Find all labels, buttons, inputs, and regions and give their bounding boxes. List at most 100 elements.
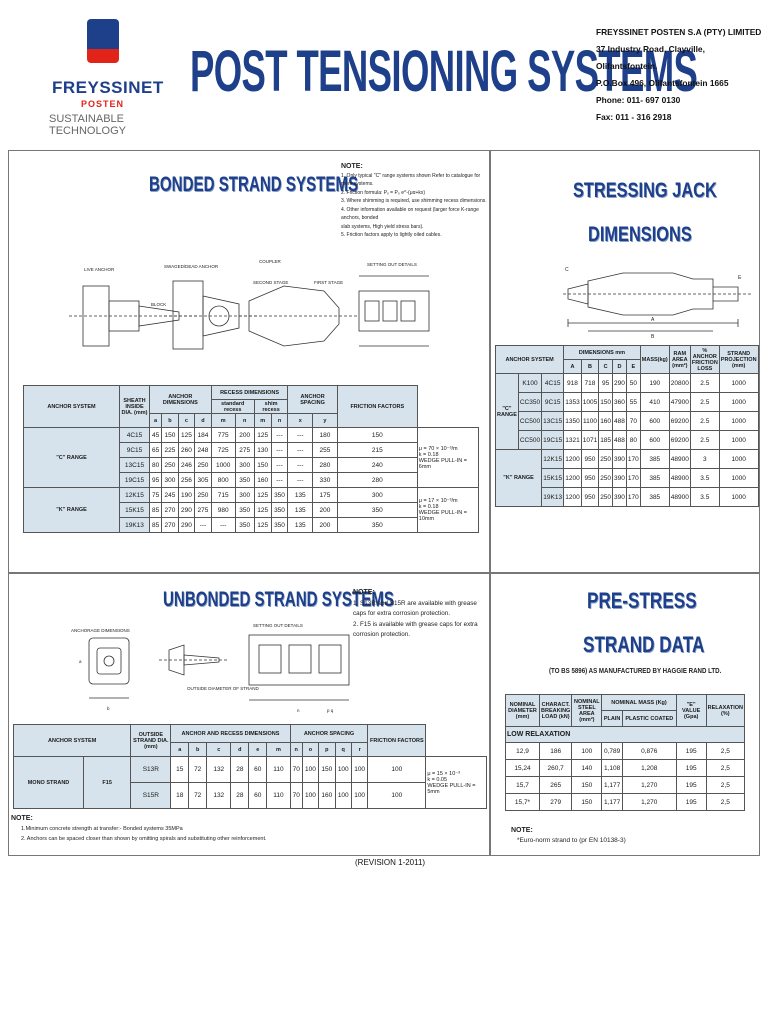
table-cell: 600 [639, 430, 670, 450]
jack-col-d: D [612, 359, 627, 374]
bonded-note-1: 1. Only typical "C" range systems shown … [341, 172, 481, 188]
table-cell: 184 [194, 427, 212, 443]
table-cell: 0,789 [601, 742, 623, 760]
table-cell: 160 [598, 411, 614, 431]
unbonded-footer-title: NOTE: [11, 815, 33, 822]
table-cell: 160 [253, 472, 272, 488]
jack-title-line1: STRESSING JACK [573, 179, 717, 202]
friction-factor-line: k = 0.05 [427, 776, 448, 783]
svg-text:p q: p q [327, 708, 334, 713]
prestress-header-mass: NOMINAL MASS (Kg) [601, 694, 677, 711]
prestress-section-label: LOW RELAXATION [505, 726, 745, 743]
unbonded-col-p: p [318, 742, 336, 757]
table-cell: 28 [230, 782, 250, 809]
unbonded-note-title: NOTE: [353, 589, 375, 596]
table-cell: 1,270 [621, 793, 677, 811]
table-cell: 100 [301, 782, 320, 809]
unbonded-mono-label: MONO STRAND [13, 756, 84, 809]
table-cell: 48900 [668, 468, 691, 488]
table-cell: 100 [350, 782, 369, 809]
unbonded-col-o: o [301, 742, 320, 757]
table-cell: 100 [367, 782, 427, 809]
table-cell: 12,9 [505, 742, 540, 760]
table-cell: 305 [194, 472, 212, 488]
prestress-subtitle: (TO BS 5896) AS MANUFACTURED BY HAGGIE R… [549, 666, 722, 675]
table-cell: 2.5 [689, 430, 720, 450]
table-cell: 85 [148, 517, 163, 533]
table-cell: 980 [210, 502, 236, 518]
table-cell: 65 [148, 442, 163, 458]
table-cell: 150 [253, 457, 272, 473]
prestress-table: NOMINAL DIAMETER (mm) CHARACT. BREAKING … [505, 694, 746, 811]
table-cell: 195 [675, 776, 707, 794]
table-cell: 190 [177, 487, 196, 503]
jack-col-e: E [625, 359, 641, 374]
table-cell: 240 [336, 457, 418, 473]
prestress-note-title: NOTE: [511, 827, 533, 834]
diagram-label-dead-anchor: SWAGED/DEAD ANCHOR [164, 264, 219, 269]
table-cell: 15,24 [505, 759, 540, 777]
prestress-header-plastic: PLASTIC COATED [621, 710, 677, 727]
table-cell: --- [287, 472, 314, 488]
table-cell: 488 [612, 430, 627, 450]
friction-factor-line: 5mm [427, 788, 440, 795]
table-cell: 150 [571, 793, 603, 811]
unbonded-col-e: e [248, 742, 268, 757]
table-cell: 195 [675, 742, 707, 760]
prestress-header-steel-area: NOMINAL STEEL AREA (mm²) [571, 694, 603, 727]
table-cell: 250 [598, 449, 614, 469]
table-cell: 150 [161, 427, 179, 443]
table-cell: --- [287, 427, 314, 443]
jack-title-line2: DIMENSIONS [588, 223, 692, 246]
bonded-strand-panel: BONDED STRAND SYSTEMS NOTE: 1. Only typi… [8, 150, 490, 573]
table-cell: S13R [130, 756, 172, 783]
bonded-notes: NOTE: 1. Only typical "C" range systems … [341, 163, 489, 240]
table-cell: --- [270, 442, 289, 458]
diagram-label-live-anchor: LIVE ANCHOR [84, 267, 115, 272]
table-cell: 1200 [563, 449, 582, 469]
table-cell: S15R [130, 782, 172, 809]
table-cell: 250 [598, 487, 614, 507]
jack-table: ANCHOR SYSTEM DIMENSIONS mm MASS(kg) RAM… [494, 345, 759, 507]
table-cell: --- [210, 517, 236, 533]
table-cell: 350 [234, 517, 255, 533]
table-cell: 48900 [668, 487, 691, 507]
bonded-note-4: 4. Other information available on reques… [341, 206, 479, 222]
table-cell: 215 [336, 442, 418, 458]
table-cell: 270 [161, 517, 179, 533]
bonded-header-recess-dims: RECESS DIMENSIONS [210, 385, 289, 400]
unbonded-col-d: d [230, 742, 250, 757]
table-cell: 195 [675, 793, 707, 811]
company-po-box: P.O.Box 496, Olifantsfontein 1665 [596, 78, 729, 88]
bonded-note-5: slab systems, High yield stress bars). [341, 223, 424, 230]
bonded-table: ANCHOR SYSTEM SHEATH INSIDE DIA. (mm) AN… [23, 385, 480, 533]
bonded-header-anchor-dims: ANCHOR DIMENSIONS [149, 385, 212, 414]
diagram-label-outside-diameter: OUTSIDE DIAMETER OF STRAND [187, 686, 260, 691]
table-cell: 15,7 [505, 776, 540, 794]
bonded-header-anchor-system: ANCHOR SYSTEM [23, 385, 120, 428]
table-cell: 245 [161, 487, 179, 503]
table-cell: 110 [266, 756, 291, 783]
table-cell: 1,208 [621, 759, 677, 777]
unbonded-note-3: 2. F15 is available with grease caps for… [353, 620, 478, 628]
table-cell: 350 [234, 472, 255, 488]
table-cell: 150 [598, 392, 614, 412]
table-cell: 265 [538, 776, 573, 794]
table-cell: 1071 [580, 430, 600, 450]
table-cell: 72 [188, 756, 208, 783]
table-cell: 19K13 [541, 487, 565, 507]
bonded-col-m: m [210, 413, 236, 428]
table-cell: 75 [148, 487, 163, 503]
bonded-col-a: a [148, 413, 163, 428]
bonded-col-y: y [312, 413, 338, 428]
